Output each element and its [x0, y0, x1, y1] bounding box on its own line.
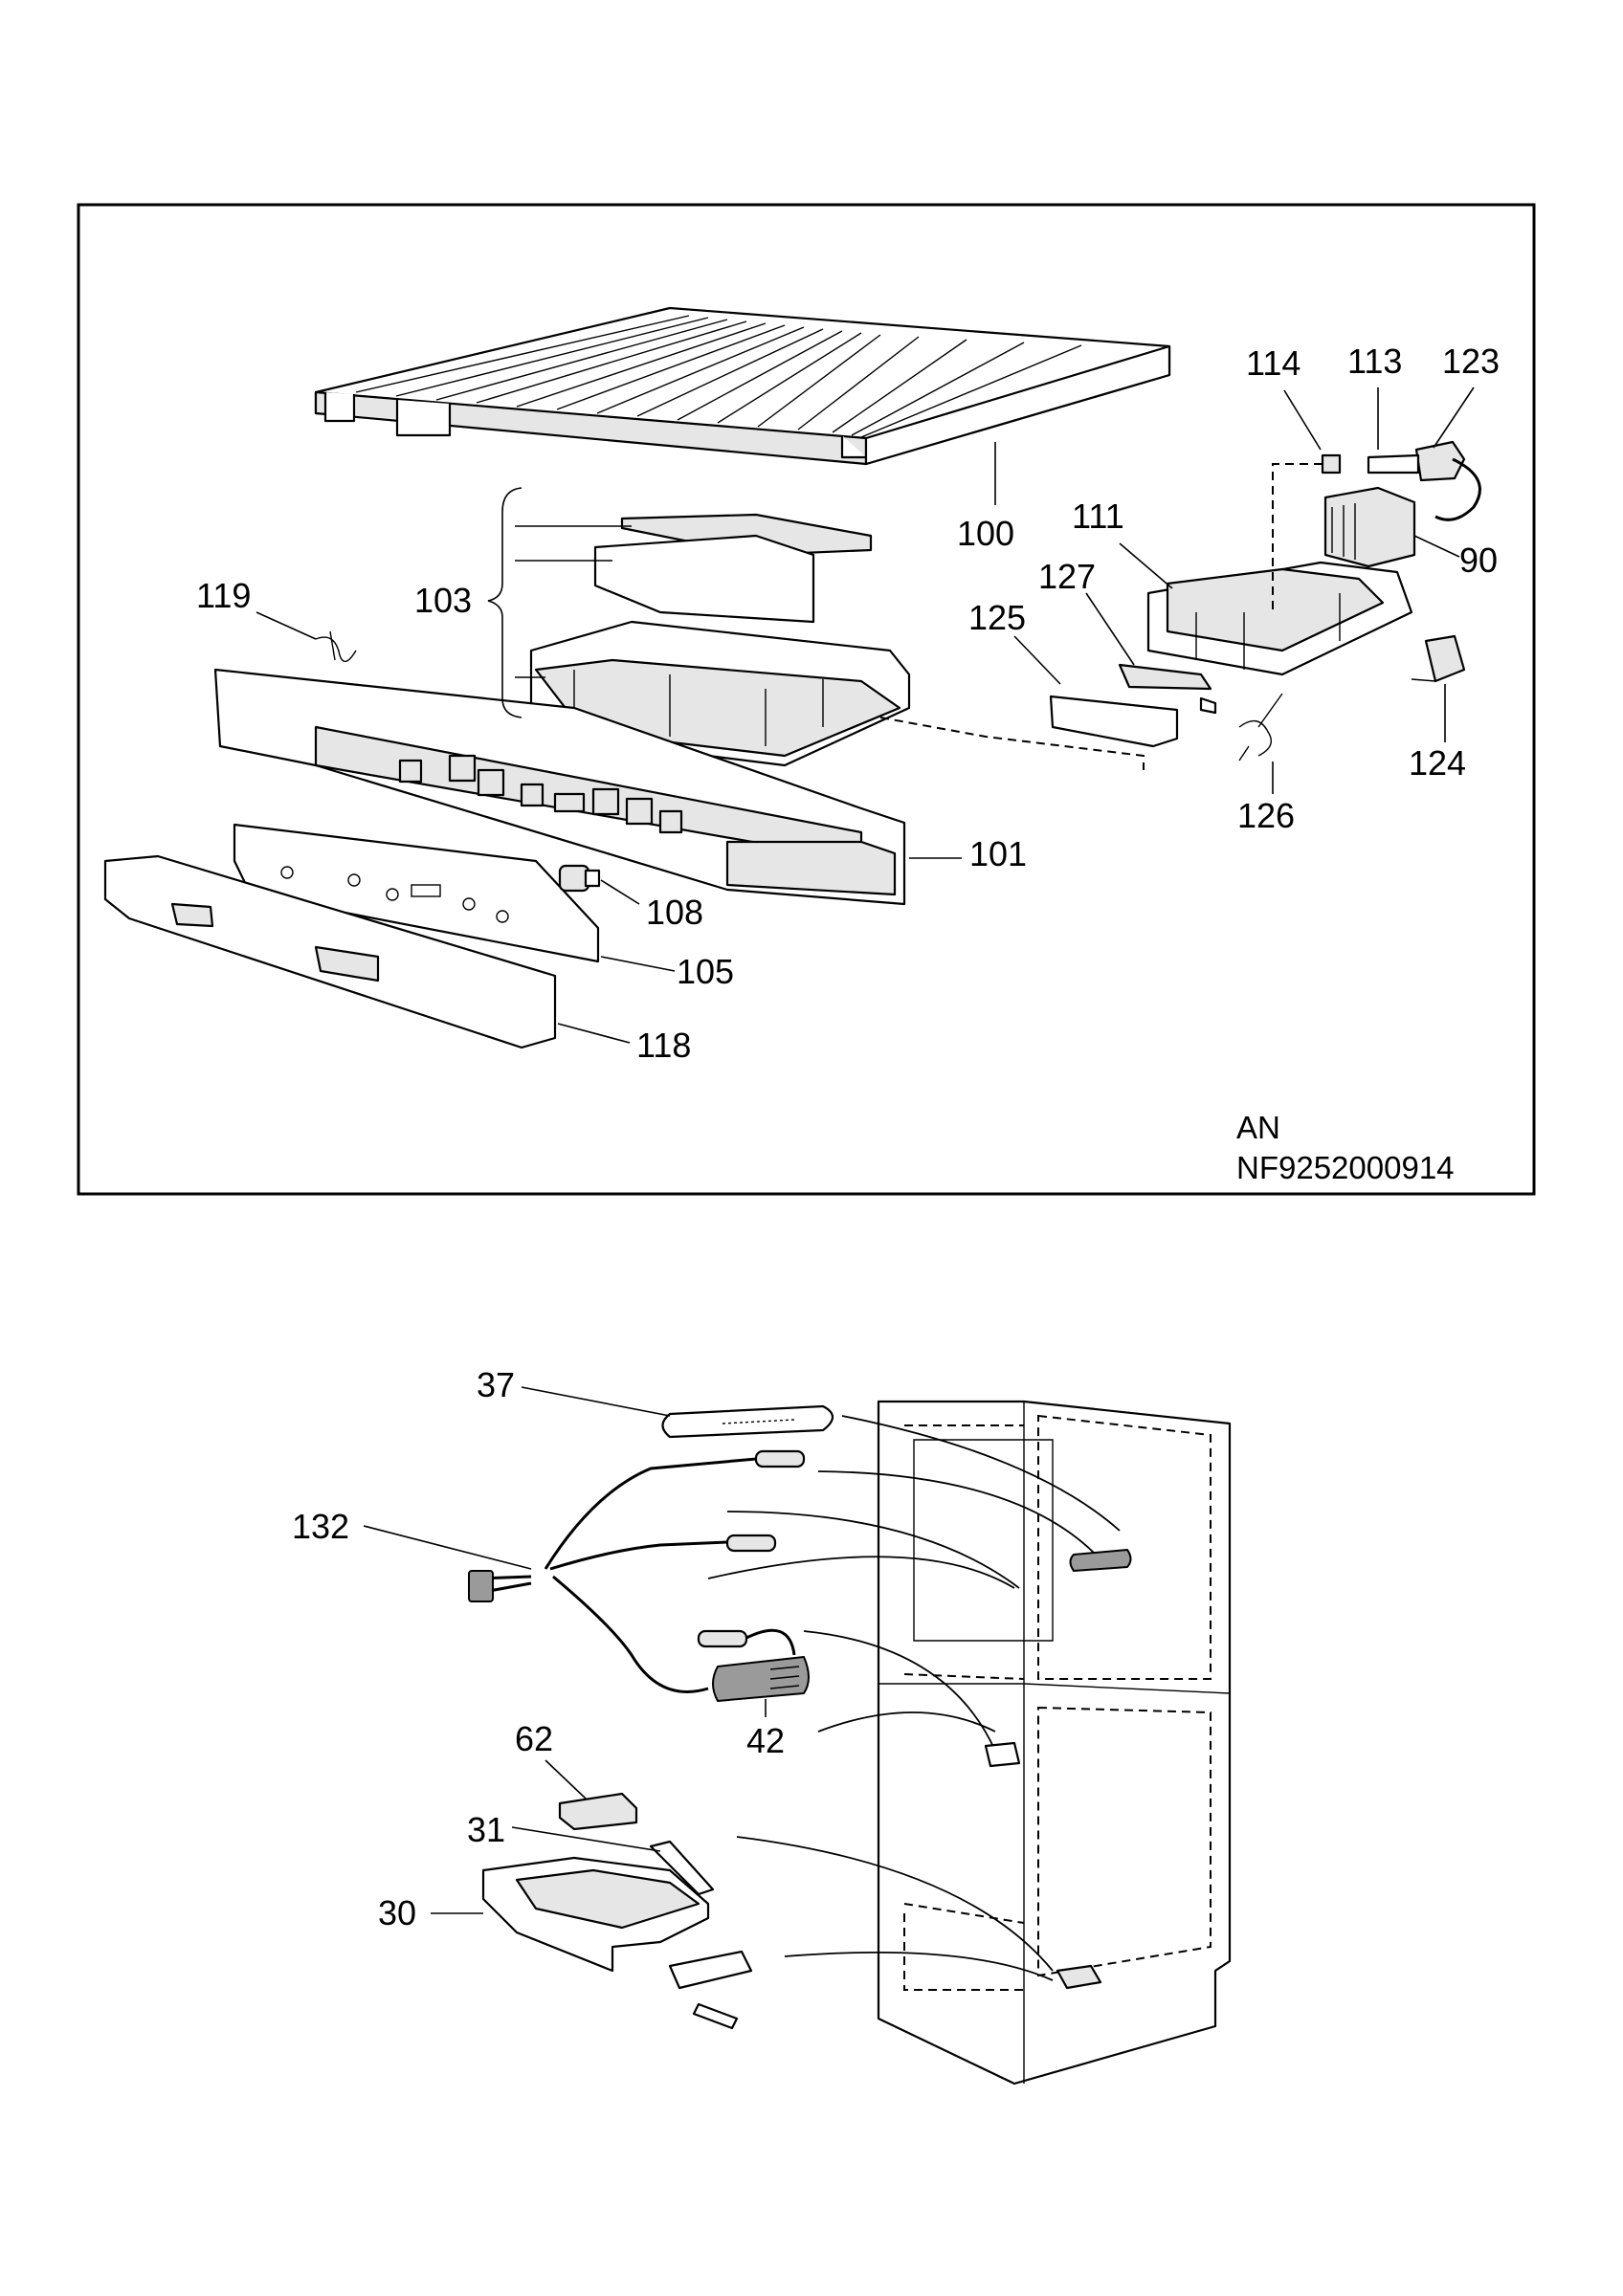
- label-37: 37: [477, 1365, 515, 1404]
- part-101-control-panel: [213, 668, 906, 906]
- label-118: 118: [636, 1026, 691, 1065]
- leader-119: [256, 611, 317, 640]
- label-100: 100: [957, 514, 1014, 553]
- arrow-to-middle-sensor-a: [726, 1511, 1020, 1589]
- label-30: 30: [378, 1893, 416, 1932]
- arrow-to-top-sensor: [817, 1470, 1097, 1556]
- label-101: 101: [969, 834, 1027, 873]
- label-105: 105: [677, 952, 734, 991]
- leader-108: [600, 879, 640, 905]
- leader-125: [1013, 635, 1061, 685]
- part-125-lamp-cover: [879, 695, 1179, 770]
- part-105-display-film: [233, 823, 600, 963]
- label-31: 31: [467, 1810, 505, 1849]
- leader-105: [600, 956, 676, 972]
- part-126-spring: [1238, 693, 1283, 762]
- part-42-sensor-box: [712, 1656, 810, 1717]
- leader-90: [1413, 535, 1460, 558]
- label-62: 62: [515, 1719, 553, 1758]
- label-123: 123: [1442, 342, 1500, 381]
- diagram-code-line-1: AN: [1236, 1110, 1280, 1145]
- leader-118: [557, 1023, 631, 1044]
- label-114: 114: [1246, 343, 1301, 383]
- part-118-front-trim: [103, 854, 557, 1049]
- leader-123: [1433, 386, 1475, 449]
- part-90-transformer: [1323, 486, 1416, 568]
- part-100-top-cover: [314, 306, 1171, 466]
- part-31-pin: [511, 1826, 715, 1896]
- leader-114: [1283, 389, 1322, 451]
- label-103: 103: [414, 581, 472, 620]
- arrow-to-lamp-area: [841, 1415, 1121, 1532]
- part-62-switch: [545, 1759, 638, 1831]
- cabinet-switch-target: [1056, 1964, 1102, 1990]
- part-111-housing: [1146, 561, 1413, 676]
- part-127-bracket: [1118, 663, 1217, 715]
- part-119-spring-clip: [315, 630, 357, 663]
- label-132: 132: [292, 1507, 349, 1546]
- leader-127: [1085, 592, 1135, 666]
- top-panel-frame: [77, 203, 1536, 1196]
- label-90: 90: [1459, 541, 1498, 580]
- label-125: 125: [968, 598, 1026, 637]
- diagram-code-line-2: NF9252000914: [1236, 1150, 1455, 1185]
- cabinet-lamp-target: [1069, 1549, 1132, 1572]
- label-124: 124: [1409, 743, 1466, 783]
- label-42: 42: [746, 1721, 785, 1760]
- label-126: 126: [1237, 796, 1295, 835]
- arrow-to-bottom-a: [736, 1836, 1054, 1972]
- fridge-cabinet: [877, 1400, 1232, 2086]
- part-37-lamp-cover: [521, 1386, 834, 1439]
- arrow-to-bottom-b: [784, 1952, 1054, 1981]
- leader-111: [1119, 542, 1173, 589]
- arrow-to-middle-sensor-b: [707, 1556, 1015, 1589]
- part-123-lamp-cable: [1272, 440, 1481, 612]
- label-113: 113: [1347, 342, 1402, 381]
- part-30-bracket: [431, 1856, 753, 2030]
- cabinet-sensor-target: [984, 1741, 1021, 1768]
- label-127: 127: [1038, 557, 1096, 596]
- part-132-wiring-harness: [363, 1449, 806, 1693]
- label-111: 111: [1072, 497, 1124, 536]
- arrow-to-divider: [817, 1711, 996, 1733]
- brace-103: [487, 487, 522, 718]
- part-124-clip: [1411, 634, 1466, 683]
- label-108: 108: [646, 893, 703, 932]
- label-119: 119: [196, 576, 251, 615]
- part-108-knob: [558, 864, 601, 893]
